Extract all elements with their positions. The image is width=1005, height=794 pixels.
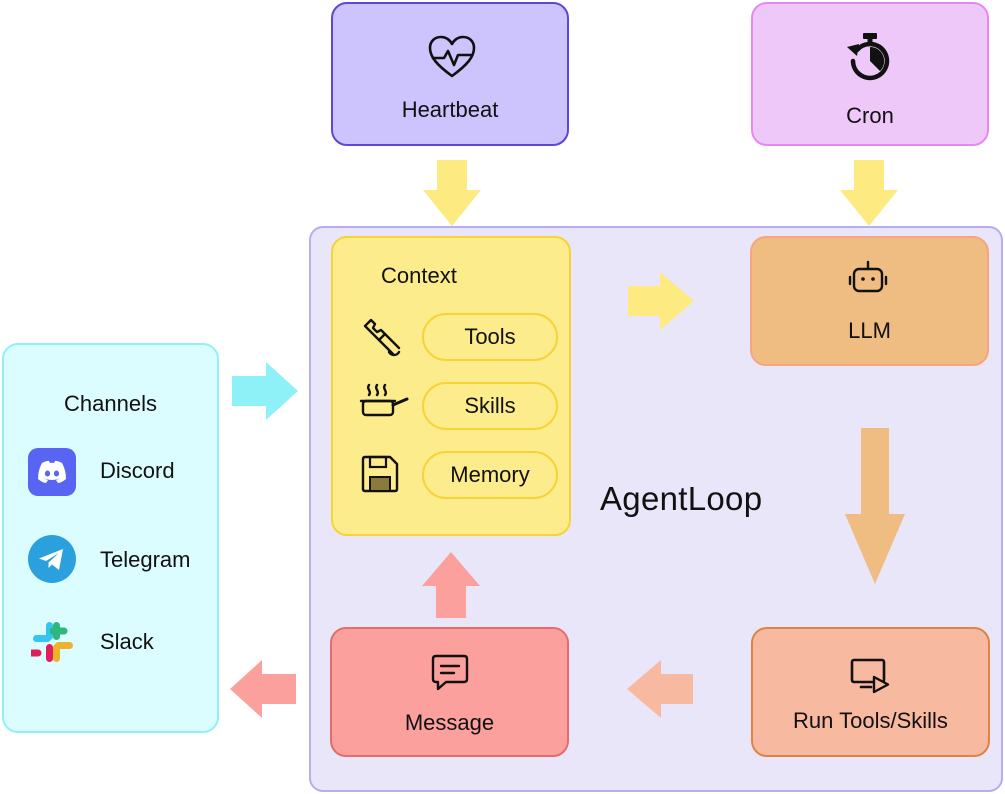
heartbeat-to-context-arrow	[423, 160, 481, 226]
channels-to-context-arrow	[232, 362, 298, 420]
llm-label: LLM	[848, 318, 891, 343]
screen-play-icon	[850, 658, 890, 694]
channel-label-slack: Slack	[100, 629, 154, 654]
context-to-llm-arrow	[628, 272, 694, 330]
run-tools-label: Run Tools/Skills	[793, 708, 948, 733]
message-to-context-arrow	[422, 552, 480, 618]
cron-label: Cron	[846, 103, 894, 128]
channel-label-telegram: Telegram	[100, 547, 191, 572]
context-title: Context	[381, 263, 457, 288]
context-item-memory: Memory	[422, 451, 558, 499]
stopwatch-icon	[847, 33, 890, 81]
cron-node: Cron	[751, 2, 989, 146]
cooking-pan-icon	[359, 383, 409, 417]
message-node: Message	[330, 627, 569, 757]
heart-pulse-icon	[428, 35, 476, 78]
run-tools-to-message-arrow	[627, 660, 693, 718]
llm-to-run-tools-arrow	[845, 428, 905, 584]
message-label: Message	[404, 710, 495, 735]
context-item-tools: Tools	[422, 313, 558, 361]
telegram-icon	[28, 535, 76, 583]
llm-node: LLM	[750, 236, 989, 366]
heartbeat-node: Heartbeat	[331, 2, 569, 146]
agentloop-title: AgentLoop	[600, 480, 763, 517]
wrench-icon	[363, 318, 401, 357]
channels-panel: Channels Discord Telegram Slack	[2, 343, 219, 733]
channels-title: Channels	[64, 391, 157, 416]
channel-label-discord: Discord	[100, 458, 175, 483]
floppy-disk-icon	[361, 455, 399, 493]
slack-icon	[31, 622, 73, 662]
heartbeat-label: Heartbeat	[401, 97, 499, 122]
chat-message-icon	[431, 654, 469, 691]
cron-to-llm-arrow	[840, 160, 898, 226]
message-to-channels-arrow	[230, 660, 296, 718]
context-node: Context Tools Skills Memory	[331, 236, 571, 536]
run-tools-node: Run Tools/Skills	[751, 627, 990, 757]
context-item-skills: Skills	[422, 382, 558, 430]
robot-icon	[848, 260, 888, 293]
discord-icon	[28, 448, 76, 496]
